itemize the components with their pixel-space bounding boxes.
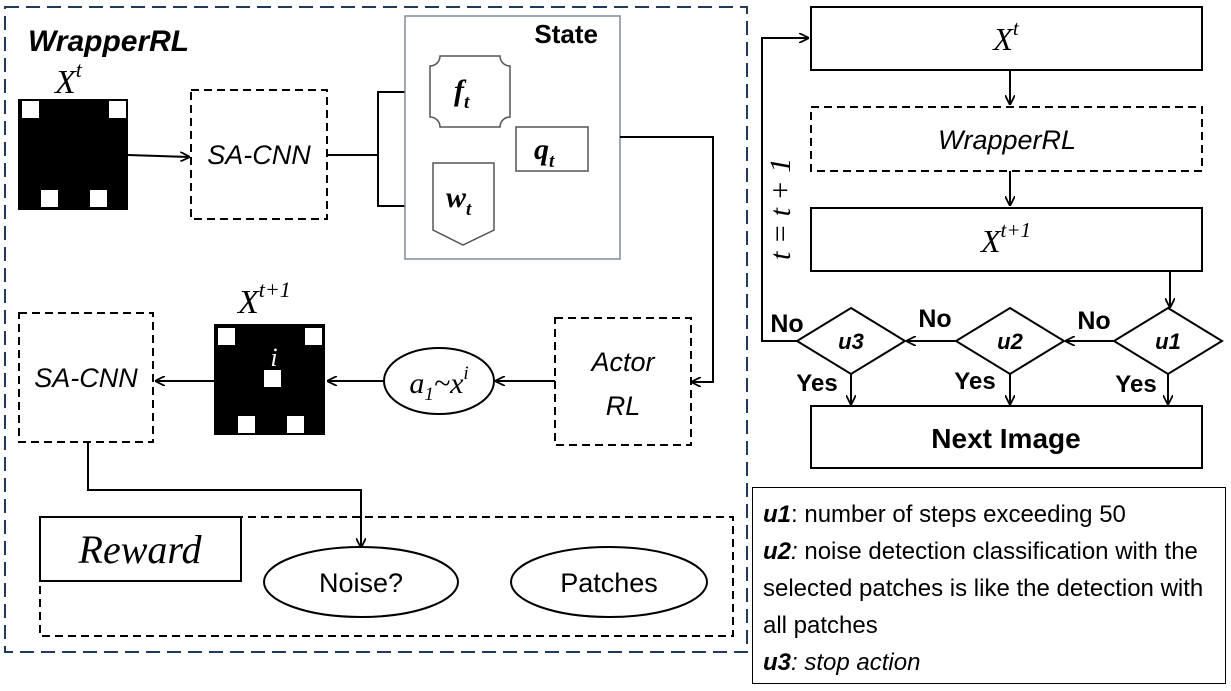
sa-cnn-bottom-label: SA-CNN (34, 363, 138, 393)
legend-u2-colon: : (791, 538, 798, 565)
state-w-shape (432, 162, 495, 246)
arrow-sacnn-to-f (327, 92, 428, 156)
flow-xt1-box (810, 207, 1203, 272)
legend-u1-text: : number of steps exceeding 50 (791, 501, 1126, 528)
legend-u1-key: u1 (763, 501, 792, 528)
flow-wrapper-box (810, 106, 1203, 172)
legend-u3: u3: stop action (763, 644, 1215, 681)
update-rule-label: t = t + 1 (764, 158, 797, 260)
state-w-label: wt (446, 181, 472, 220)
legend-u2-key: u2 (763, 538, 792, 565)
next-image-box (810, 405, 1203, 469)
u3-label: u3 (838, 329, 864, 354)
yes-label-1: Yes (1115, 371, 1156, 398)
state-title: State (534, 19, 598, 49)
state-q-box (515, 126, 589, 172)
arrow-state-to-actor (620, 136, 714, 382)
next-image (214, 324, 325, 435)
patch-index-label: i (270, 343, 277, 372)
legend-u1: u1: number of steps exceeding 50 (763, 496, 1215, 533)
arrow-sacnn-to-noise (87, 442, 361, 547)
wrapperrl-title: WrapperRL (28, 25, 189, 58)
u1-label: u1 (1155, 329, 1181, 354)
patches-ellipse (510, 546, 708, 618)
next-image-box-label: Next Image (931, 423, 1080, 454)
legend-u2: u2: noise detection classification with … (763, 533, 1215, 644)
yes-label-3: Yes (796, 370, 837, 397)
flow-xt1-label: Xt+1 (979, 218, 1031, 259)
action-label: a1~xi (409, 363, 468, 405)
legend-u3-key: u3 (763, 649, 792, 676)
state-f-shape (429, 55, 511, 128)
next-image-label: Xt+1 (236, 277, 291, 321)
legend-u3-text: : stop action (791, 649, 921, 676)
no-label-3: No (770, 310, 803, 338)
wrapperrl-panel (4, 6, 748, 653)
noise-label: Noise? (319, 568, 403, 598)
legend-u2-text: noise detection classification with the … (763, 538, 1204, 639)
no-label-1: No (1077, 307, 1110, 335)
noise-ellipse (263, 546, 459, 618)
sa-cnn-top-label: SA-CNN (207, 140, 311, 170)
state-f-label: ft (454, 74, 470, 113)
reward-box (39, 516, 242, 582)
flow-xt-box (810, 6, 1203, 71)
flow-xt-label: Xt (991, 16, 1020, 57)
actor-rl-line2: RL (606, 391, 641, 421)
u2-label: u2 (997, 329, 1023, 354)
arrow-u3-no-loop (761, 38, 808, 342)
no-label-2: No (918, 305, 951, 333)
actor-rl-line1: Actor (589, 347, 655, 377)
input-image-label: Xt (53, 57, 83, 101)
yes-label-2: Yes (954, 368, 995, 395)
arrow-image-to-sacnn (127, 155, 189, 157)
conditions-legend: u1: number of steps exceeding 50 u2: noi… (752, 487, 1226, 684)
flow-wrapper-label: WrapperRL (938, 125, 1076, 155)
patches-label: Patches (560, 568, 658, 598)
input-image (18, 99, 128, 210)
actor-rl-box (554, 317, 692, 446)
reward-label: Reward (78, 527, 203, 572)
sa-cnn-bottom-box (18, 312, 154, 443)
state-q-label: qt (534, 133, 555, 172)
